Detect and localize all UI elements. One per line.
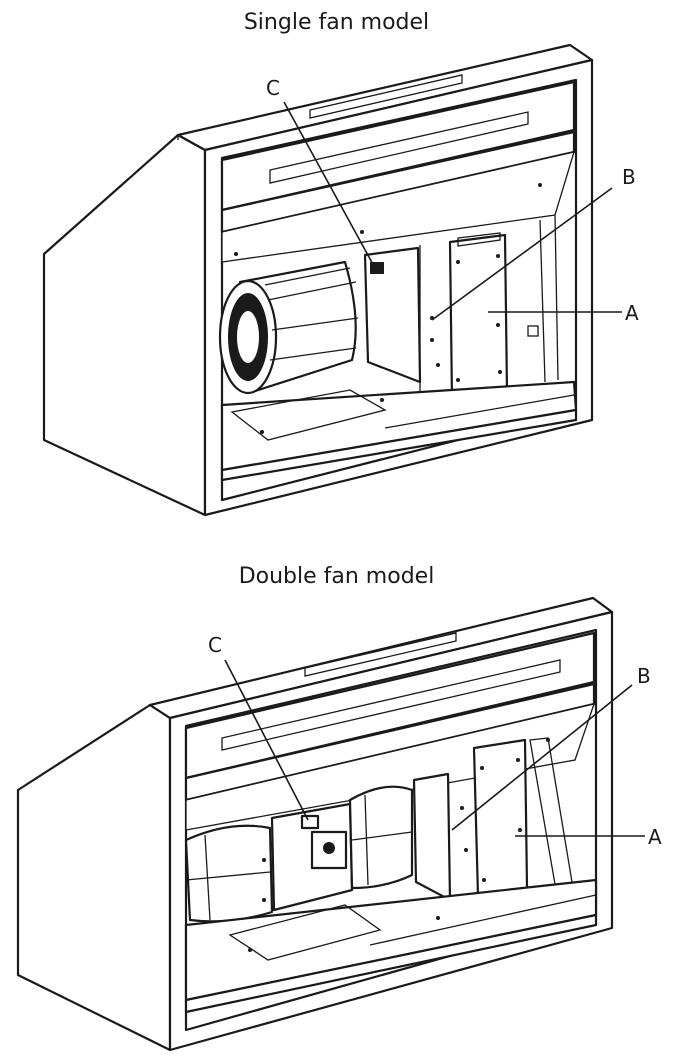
callout-b-leader	[451, 684, 633, 831]
callout-a: A	[648, 825, 662, 849]
part-c-connector	[300, 814, 320, 830]
callout-b: B	[622, 165, 636, 189]
single-fan-title: Single fan model	[243, 10, 430, 35]
callout-c-leader	[283, 101, 376, 269]
callout-c: C	[208, 633, 222, 657]
divider-plate	[412, 772, 468, 902]
motor-box	[270, 802, 354, 912]
hood-bottom-floor	[220, 380, 578, 482]
fan-blower	[218, 260, 359, 395]
callout-c-leader	[224, 659, 309, 821]
fan-blower-right	[348, 785, 414, 890]
callout-b: B	[637, 664, 651, 688]
callout-b-leader	[431, 187, 613, 321]
single-fan-diagram: C B A	[42, 43, 639, 517]
hood-bottom-floor	[184, 878, 598, 1014]
fan-blower-left	[184, 824, 274, 923]
double-fan-title: Double fan model	[238, 564, 435, 589]
hood-side-panel	[16, 703, 172, 1052]
callout-a: A	[625, 301, 639, 325]
divider-plate	[363, 246, 422, 384]
callout-c: C	[266, 76, 280, 100]
part-a-control-box	[472, 738, 529, 898]
